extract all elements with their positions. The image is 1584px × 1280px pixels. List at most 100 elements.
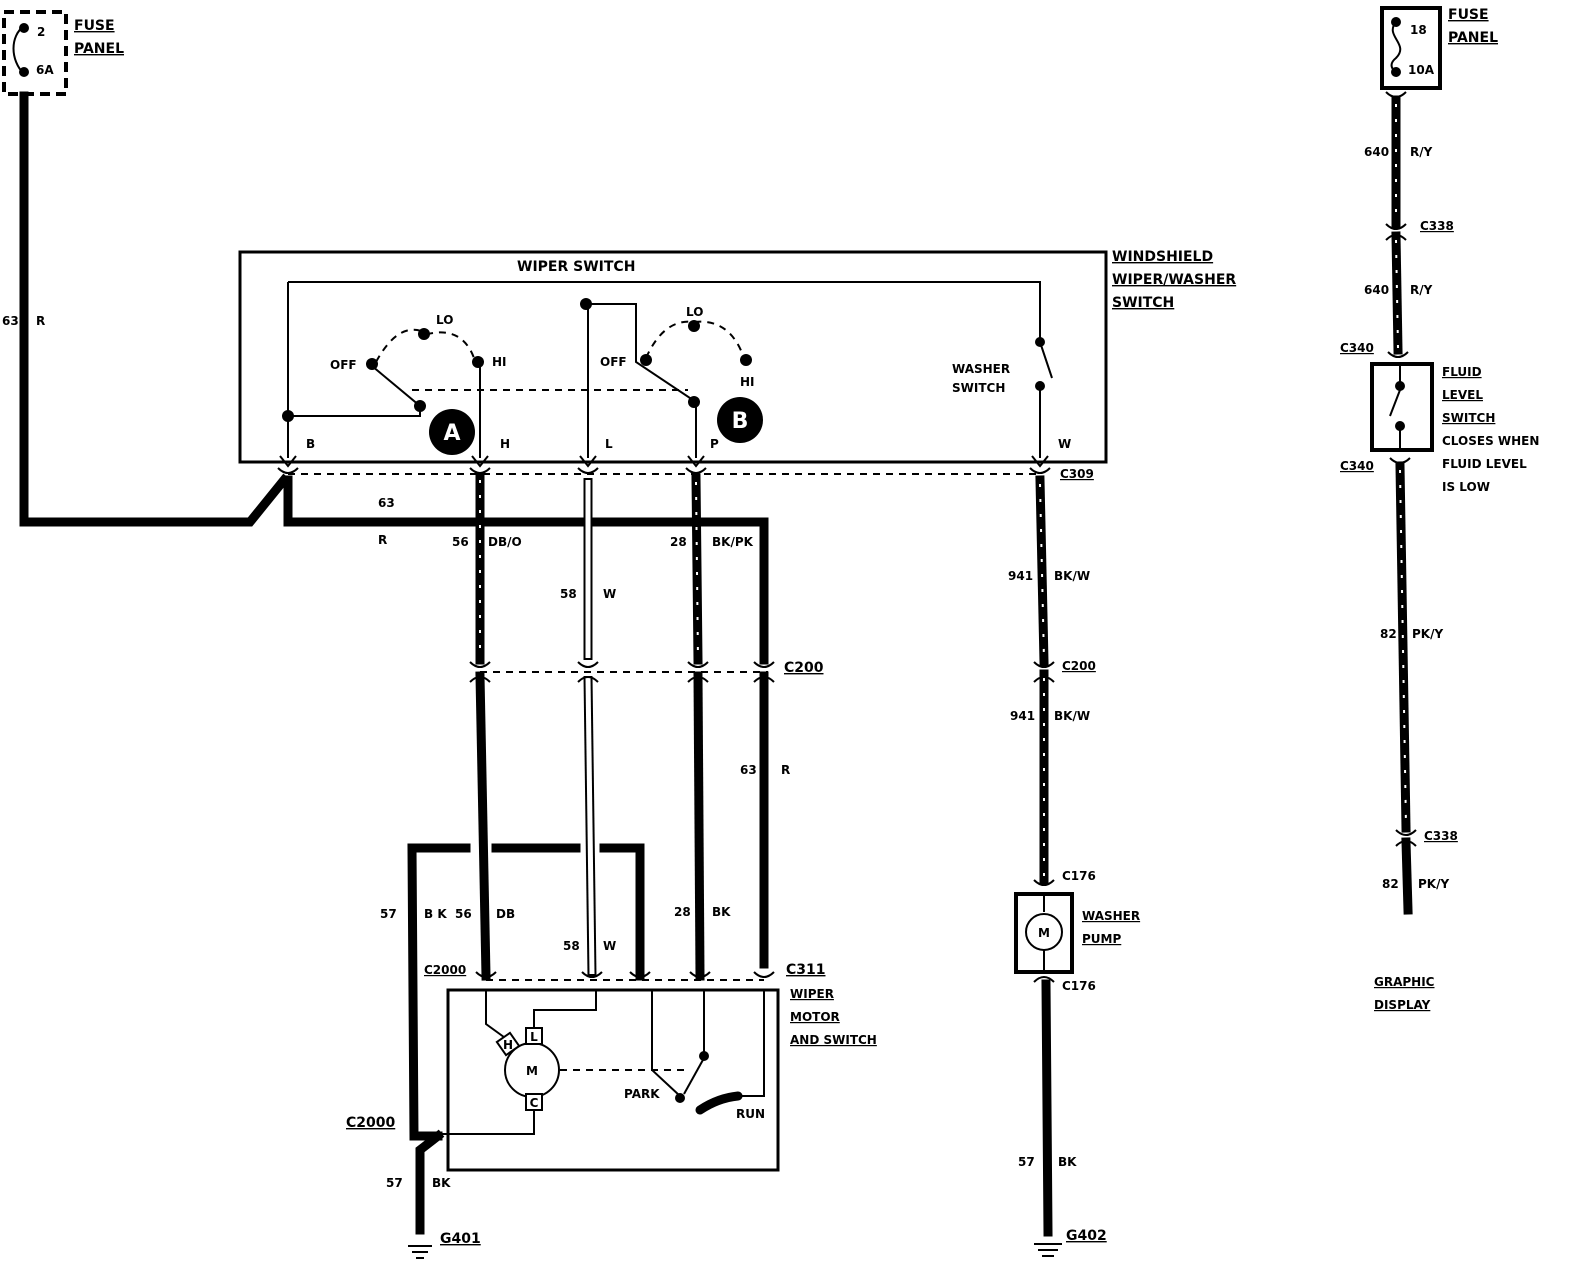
fuse-panel-left: 2 6A FUSE PANEL xyxy=(2,10,124,96)
wiper-motor-label: AND SWITCH xyxy=(790,1033,877,1047)
wire-circuit: 63 xyxy=(2,314,19,328)
wire-color: BK/PK xyxy=(712,535,754,549)
wire-circuit: 56 xyxy=(452,535,469,549)
wire-color: R xyxy=(378,533,387,547)
fuse-number: 18 xyxy=(1410,23,1427,37)
switch-a-off: OFF xyxy=(330,358,357,372)
fuse-panel-right: 18 10A FUSE PANEL xyxy=(1380,6,1498,98)
callout-label: B xyxy=(732,409,749,434)
wire-circuit: 56 xyxy=(455,907,472,921)
wire-58-lo: 58 W 58 W xyxy=(560,478,616,977)
connector-label: C2000 xyxy=(424,963,466,977)
connector-c340-top: C340 xyxy=(1340,341,1409,358)
switch-a-hi: HI xyxy=(492,355,507,369)
wire-circuit: 58 xyxy=(560,587,577,601)
connector-c176-bottom: C176 xyxy=(1033,976,1096,993)
callout-label: A xyxy=(443,421,460,446)
wire-color: PK/Y xyxy=(1412,627,1443,641)
brush-h: H xyxy=(503,1038,513,1052)
wire-57-ground: 57 B K 57 BK C2000 xyxy=(346,843,645,1235)
fluid-level-switch: FLUID LEVEL SWITCH CLOSES WHEN FLUID LEV… xyxy=(1370,362,1539,494)
connector-label: C176 xyxy=(1062,979,1096,993)
wire-color: BK/W xyxy=(1054,709,1090,723)
ground-g402: G402 xyxy=(1034,1228,1107,1257)
wire-circuit: 941 xyxy=(1010,709,1035,723)
connector-label: C200 xyxy=(1062,659,1096,673)
wire-color: BK/W xyxy=(1054,569,1090,583)
connector-c2000-c311: C2000 C311 xyxy=(424,962,826,981)
connector-label: C176 xyxy=(1062,869,1096,883)
connector-c309: C309 xyxy=(277,467,1094,481)
connector-c200-right: C200 xyxy=(1033,659,1096,683)
graphic-display-text: DISPLAY xyxy=(1374,998,1431,1012)
assembly-label: SWITCH xyxy=(1112,295,1174,311)
washer-switch-label: WASHER xyxy=(952,362,1010,376)
washer-pump-label: WASHER xyxy=(1082,909,1140,923)
washer-switch-label: SWITCH xyxy=(952,381,1005,395)
washer-pump: M WASHER PUMP xyxy=(1014,892,1140,974)
ground-label: G402 xyxy=(1066,1228,1107,1244)
connector-label: C200 xyxy=(784,660,824,676)
wire-circuit: 57 xyxy=(1018,1155,1035,1169)
wire-640-fluid: 640 R/Y 640 R/Y xyxy=(1364,95,1433,355)
wire-circuit: 63 xyxy=(378,496,395,510)
wire-color: W xyxy=(603,939,616,953)
wire-circuit: 941 xyxy=(1008,569,1033,583)
fuse-panel-label: PANEL xyxy=(74,41,124,57)
wire-82-fluid: 82 PK/Y 82 PK/Y xyxy=(1380,461,1449,915)
washer-pump-symbol: M xyxy=(1038,926,1050,940)
connector-label: C309 xyxy=(1060,467,1094,481)
wire-circuit: 82 xyxy=(1382,877,1399,891)
wiper-motor-label: MOTOR xyxy=(790,1010,840,1024)
ground-g401: G401 xyxy=(408,1231,481,1259)
fluid-switch-label: SWITCH xyxy=(1442,411,1495,425)
fluid-switch-label: LEVEL xyxy=(1442,388,1483,402)
fuse-rating: 6A xyxy=(36,63,54,77)
wire-circuit: 28 xyxy=(674,905,691,919)
fuse-panel-label: FUSE xyxy=(74,18,115,34)
assembly-label: WIPER/WASHER xyxy=(1112,272,1236,288)
wire-63-feed: 63 R xyxy=(2,91,291,527)
connector-c338-top: C338 xyxy=(1385,219,1454,241)
graphic-display-label: GRAPHIC DISPLAY xyxy=(1374,975,1435,1012)
switch-b-lo: LO xyxy=(686,305,703,319)
terminal-p: P xyxy=(710,437,719,451)
switch-b-off: OFF xyxy=(600,355,627,369)
wire-color: PK/Y xyxy=(1418,877,1449,891)
terminal-h: H xyxy=(500,437,510,451)
wire-circuit: 57 xyxy=(386,1176,403,1190)
connector-label: C338 xyxy=(1424,829,1458,843)
terminal-l: L xyxy=(605,437,613,451)
brush-c: C xyxy=(530,1096,539,1110)
wire-circuit: 82 xyxy=(1380,627,1397,641)
graphic-display-text: GRAPHIC xyxy=(1374,975,1435,989)
washer-pump-label: PUMP xyxy=(1082,932,1121,946)
wire-color: BK xyxy=(1058,1155,1077,1169)
connector-label: C340 xyxy=(1340,341,1374,355)
fluid-switch-note: CLOSES WHEN xyxy=(1442,434,1539,448)
fluid-switch-note: IS LOW xyxy=(1442,480,1490,494)
wire-circuit: 58 xyxy=(563,939,580,953)
wire-circuit: 63 xyxy=(740,763,757,777)
wire-28-park: 28 BK/PK 28 BK xyxy=(670,473,754,981)
wire-color: R/Y xyxy=(1410,145,1433,159)
callout-b: B xyxy=(717,397,763,443)
connector-label: C340 xyxy=(1340,459,1374,473)
terminal-b: B xyxy=(306,437,315,451)
connector-c200-left: C200 xyxy=(469,660,824,683)
wire-circuit: 28 xyxy=(670,535,687,549)
fuse-rating: 10A xyxy=(1408,63,1435,77)
switch-b-hi: HI xyxy=(740,375,755,389)
wire-56-hi: 56 DB/O 56 DB xyxy=(452,473,522,981)
fluid-switch-note: FLUID LEVEL xyxy=(1442,457,1527,471)
wire-circuit: 57 xyxy=(380,907,397,921)
connector-label: C338 xyxy=(1420,219,1454,233)
wiper-switch: WIPER SWITCH WINDSHIELD WIPER/WASHER SWI… xyxy=(238,249,1236,468)
wire-color: B K xyxy=(424,907,447,921)
callout-a: A xyxy=(429,409,475,455)
wiper-switch-title: WIPER SWITCH xyxy=(517,259,635,275)
connector-label: C2000 xyxy=(346,1115,395,1131)
wire-color: DB xyxy=(496,907,515,921)
wire-color: BK xyxy=(712,905,731,919)
